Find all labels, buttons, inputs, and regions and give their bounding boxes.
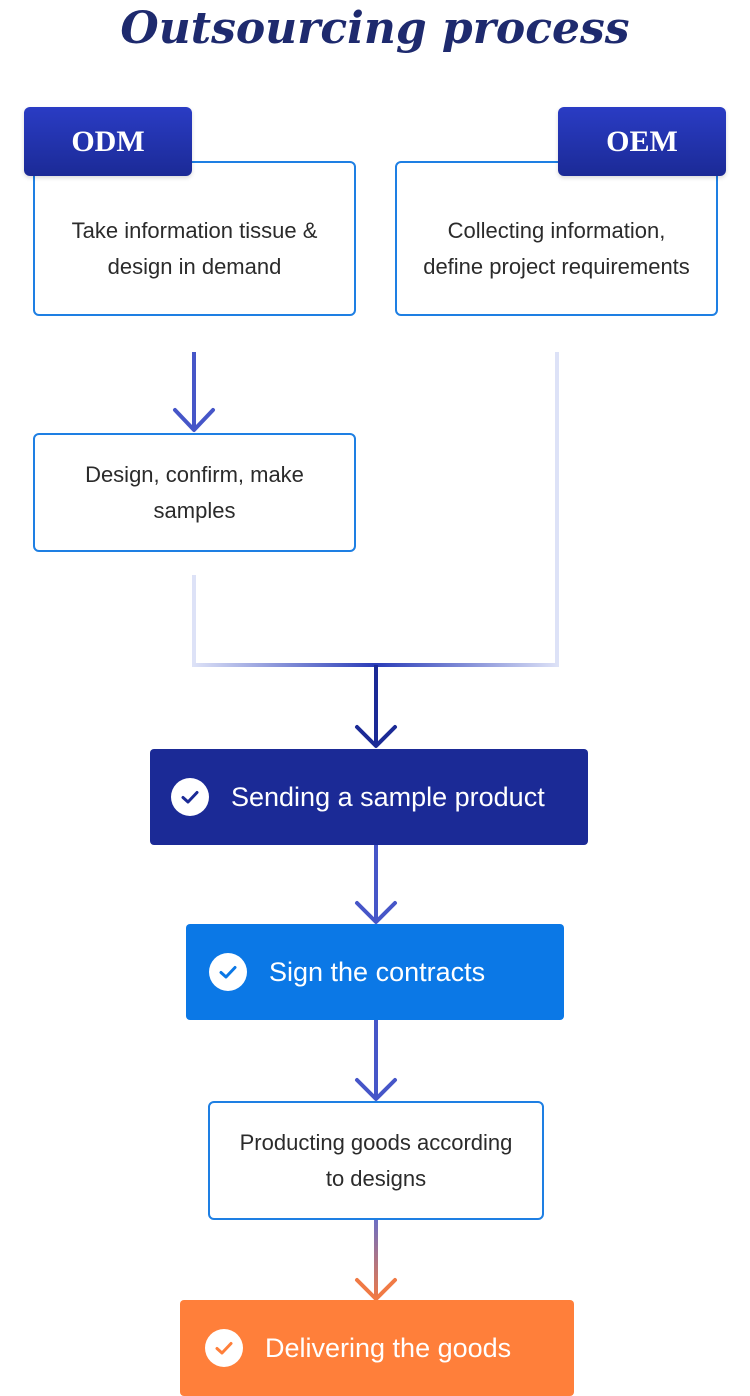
- arrow-producing-to-delivering: [355, 1220, 397, 1301]
- step-sign-contracts: Sign the contracts: [186, 924, 564, 1020]
- oem-tag-label: OEM: [606, 124, 678, 158]
- arrow-merge-to-sample: [355, 665, 397, 748]
- check-icon: [209, 953, 247, 991]
- arrow-sample-to-contracts: [355, 845, 397, 924]
- odm-tag-label: ODM: [71, 124, 145, 158]
- odm-tag: ODM: [24, 107, 192, 176]
- step-sending-sample-label: Sending a sample product: [231, 781, 545, 812]
- oem-tag: OEM: [558, 107, 726, 176]
- arrow-odm-step1-to-step2: [173, 352, 215, 432]
- odm-step2-text: Design, confirm, make samples: [85, 461, 304, 523]
- step-delivering-goods-label: Delivering the goods: [265, 1332, 512, 1363]
- odm-step2-box: Design, confirm, make samples: [33, 433, 356, 552]
- step-producing-goods: Producting goods according to designs: [208, 1101, 544, 1220]
- oem-step1-text: Collecting information, define project r…: [423, 217, 690, 279]
- oem-step1-box: Collecting information, define project r…: [395, 161, 718, 316]
- check-icon: [171, 778, 209, 816]
- step-delivering-goods: Delivering the goods: [180, 1300, 574, 1396]
- page-title: Outsourcing process: [120, 3, 630, 54]
- step-sign-contracts-label: Sign the contracts: [269, 956, 486, 987]
- odm-step1-box: Take information tissue & design in dema…: [33, 161, 356, 316]
- odm-step1-text: Take information tissue & design in dema…: [71, 217, 318, 279]
- step-sending-sample: Sending a sample product: [150, 749, 588, 845]
- step-producing-goods-label: Producting goods according to designs: [239, 1129, 513, 1191]
- arrow-contracts-to-producing: [355, 1020, 397, 1101]
- check-icon: [205, 1329, 243, 1367]
